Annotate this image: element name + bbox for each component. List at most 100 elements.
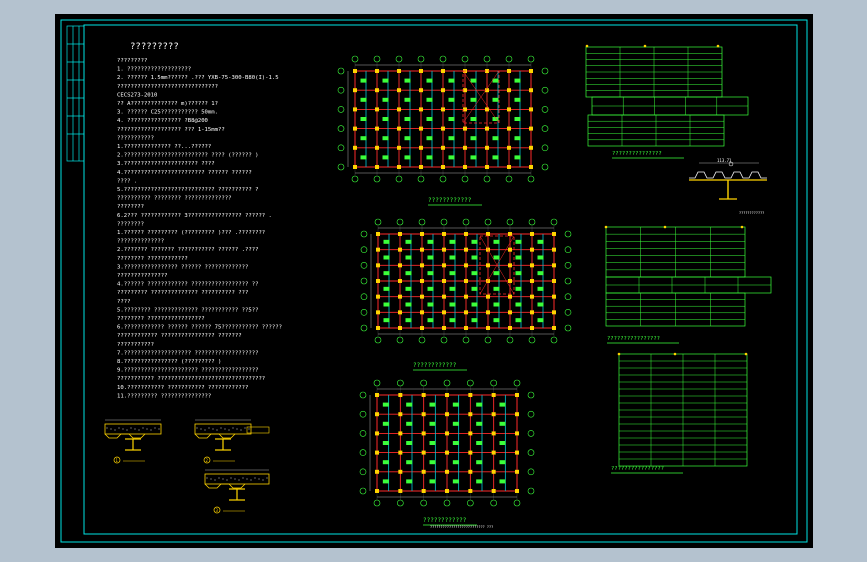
column xyxy=(442,263,446,268)
deck-mark xyxy=(404,155,411,160)
axis-bubble xyxy=(396,218,404,226)
column xyxy=(421,469,426,474)
axis-bubble xyxy=(337,67,345,75)
axis-bubble xyxy=(564,309,572,316)
column xyxy=(508,263,512,268)
note-line: 2.??????? ??????? ??????????? ?????? .??… xyxy=(117,247,258,253)
column xyxy=(375,126,379,131)
axis-bubble xyxy=(443,499,451,507)
deck-mark xyxy=(382,97,389,102)
note-line: ??????????????????? ??? 1-15mm?? xyxy=(117,127,225,133)
deck-mark xyxy=(515,239,522,244)
axis-bubble xyxy=(528,336,536,344)
anchor-point xyxy=(617,352,621,356)
deck-mark xyxy=(449,302,456,307)
column xyxy=(353,165,357,169)
deck-mark xyxy=(514,97,521,102)
axis-bubble xyxy=(564,324,572,332)
deck-mark xyxy=(429,479,436,484)
detail-section: 1 xyxy=(104,419,162,464)
deck-mark xyxy=(449,271,456,276)
axis-bubble xyxy=(564,277,572,285)
deck-mark xyxy=(470,155,477,160)
plan-title: ???????????? xyxy=(428,197,472,204)
column xyxy=(398,431,403,436)
deck-mark xyxy=(383,239,390,244)
axis-bubble xyxy=(490,379,497,387)
deck-mark xyxy=(427,286,434,291)
layout-title: ???????????????? xyxy=(607,336,660,342)
slab-outline xyxy=(194,423,252,435)
column xyxy=(441,165,445,169)
deck-mark xyxy=(492,97,499,102)
axis-bubble xyxy=(351,175,359,183)
concrete-dot xyxy=(158,428,160,430)
axis-bubble xyxy=(527,410,535,418)
column xyxy=(529,145,533,150)
column xyxy=(464,294,468,299)
deck-mark xyxy=(426,78,433,83)
deck-mark xyxy=(471,302,478,307)
note-line: ???????? ????????????????? xyxy=(117,316,205,322)
concrete-dot xyxy=(258,478,260,480)
deck-mark xyxy=(537,271,544,276)
column xyxy=(485,107,489,112)
concrete-dot xyxy=(200,428,202,430)
deck-mark xyxy=(471,271,478,276)
deck-layouts: ????????????????????????????????????????… xyxy=(585,44,772,474)
axis-bubble xyxy=(541,125,549,132)
deck-mark xyxy=(499,460,506,465)
deck-mark xyxy=(452,479,459,484)
plan-title: ???????????? xyxy=(413,362,457,369)
deck-mark xyxy=(405,318,412,323)
deck-mark xyxy=(426,117,433,121)
column xyxy=(353,126,357,131)
column xyxy=(397,69,401,73)
column xyxy=(419,69,423,73)
column xyxy=(398,450,403,455)
concrete-dot xyxy=(250,479,252,481)
axis-bubble xyxy=(360,293,368,300)
deck-mark xyxy=(452,421,459,426)
column xyxy=(468,412,473,417)
plan xyxy=(360,218,572,344)
column xyxy=(486,326,490,330)
axis-bubble xyxy=(337,163,345,171)
deck-mark xyxy=(449,255,456,260)
deck-mark xyxy=(404,136,411,141)
column xyxy=(508,247,512,252)
axis-bubble xyxy=(506,218,514,226)
deck-section: 113.71???????????? xyxy=(689,158,767,215)
deck-mark xyxy=(404,117,411,121)
axis-bubble xyxy=(337,144,345,152)
axis-bubble xyxy=(397,379,404,387)
axis-bubble xyxy=(439,55,447,63)
deck-panel xyxy=(605,292,746,327)
anchor-point xyxy=(744,352,748,356)
deck-mark xyxy=(360,155,367,160)
deck-mark xyxy=(515,318,522,323)
column xyxy=(376,279,380,283)
column xyxy=(375,145,379,150)
note-line: 4.?????? ???????????? ????????????????? … xyxy=(117,282,258,288)
deck-mark xyxy=(382,117,389,121)
column xyxy=(552,247,556,252)
concrete-dot xyxy=(246,478,248,480)
deck-mark xyxy=(427,271,434,276)
note-line: ????????? ?????????????? ?????????? ??? xyxy=(117,290,248,296)
deck-mark xyxy=(426,136,433,141)
deck-mark xyxy=(382,421,389,426)
axis-bubble xyxy=(550,218,558,226)
column xyxy=(375,165,379,169)
column xyxy=(420,232,424,236)
note-line: 3.???????????????? ?????? ????????????? xyxy=(117,264,248,270)
column xyxy=(442,326,446,330)
column xyxy=(515,469,519,474)
concrete-dot xyxy=(118,427,120,429)
axis-bubble xyxy=(462,336,470,344)
axis-bubble xyxy=(483,175,491,183)
section-note: ???????????? xyxy=(739,211,764,215)
deck-mark xyxy=(492,117,499,121)
axis-bubble xyxy=(417,175,425,183)
note-line: 5.???????? ????????????? ??????????? ??5… xyxy=(117,307,258,313)
